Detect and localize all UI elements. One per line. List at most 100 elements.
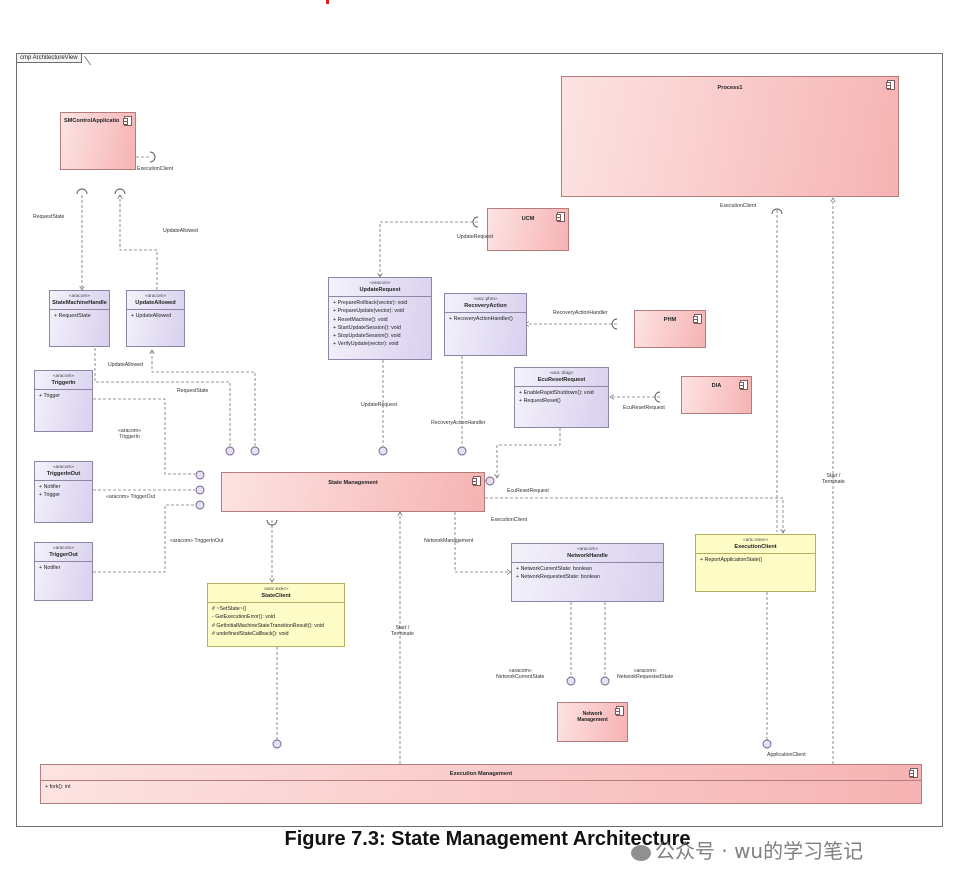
lollipop-sm-4 xyxy=(457,446,467,456)
operation: + UpdateAllowed xyxy=(131,313,172,319)
wire-update-allowed xyxy=(120,195,158,290)
separator xyxy=(329,296,431,297)
label-ecu-reset-request-low: EcuResetRequest xyxy=(507,488,549,494)
lollipop-sm-7 xyxy=(195,500,205,510)
label-aracom-trigger-inout: «aracom» TriggerInOut xyxy=(170,538,224,544)
label-start-terminate-right: Start / Terminate xyxy=(822,473,845,485)
separator xyxy=(208,602,344,603)
component-title: Execution Management xyxy=(449,771,513,777)
operation: + NetworkRequestedState: boolean xyxy=(516,574,600,581)
label-start-terminate-mid: Start / Terminate xyxy=(391,625,414,637)
component-title: SMControlApplicatio xyxy=(64,118,120,124)
component-icon xyxy=(615,706,624,716)
separator xyxy=(696,553,815,554)
wire-triggerout-sm xyxy=(93,504,195,573)
operation: + RequestReset() xyxy=(519,398,561,405)
stereotype: «ara::phm» xyxy=(473,297,498,302)
label-request-state-low: RequestState xyxy=(177,388,209,394)
socket-phm xyxy=(611,318,618,330)
operation-list: + EnableRapidShutdown(): void + RequestR… xyxy=(515,387,608,406)
label-application-client: ApplicationClient xyxy=(767,752,806,758)
wire-sm-nh xyxy=(454,512,511,572)
component-title: PHM xyxy=(663,317,677,323)
label-execution-client-p1: ExecutionClient xyxy=(720,203,757,209)
stereotype: «ara::exec» xyxy=(263,587,289,592)
operation-list: + ReportApplicationState() xyxy=(696,554,815,564)
ecu-reset-request: «ara::diag» EcuResetRequest + EnableRapi… xyxy=(514,367,609,428)
interface-title: TriggerOut xyxy=(49,552,78,558)
label-ecu-reset-request: EcuResetRequest xyxy=(623,405,665,411)
lollipop-sm-5 xyxy=(195,470,205,480)
dia: DIA xyxy=(681,376,752,414)
stereotype: «aracom» xyxy=(68,294,91,299)
separator xyxy=(127,309,184,310)
lollipop-em-2 xyxy=(762,739,772,749)
operation: + Notifier xyxy=(39,565,61,571)
operation: + fork(): int xyxy=(45,784,71,790)
operation-list: + Notifier xyxy=(35,562,92,572)
interface-title: UpdateAllowed xyxy=(135,300,176,306)
operation: + Notifier xyxy=(39,484,61,490)
socket-smctrl xyxy=(149,151,156,163)
phm: PHM xyxy=(634,310,706,348)
component-icon xyxy=(123,116,132,126)
operation: + PrepareUpdate(vector): void xyxy=(333,308,405,315)
interface-title: TriggerInOut xyxy=(46,471,81,477)
socket-dia xyxy=(654,391,661,403)
stereotype: «ara::exec» xyxy=(742,538,769,543)
label-recovery-action-handler-low: RecoveryActionHandler xyxy=(431,420,486,426)
separator xyxy=(35,561,92,562)
socket-sm-sc xyxy=(266,519,278,526)
stereotype: «aracom» xyxy=(52,465,75,470)
stereotype: «ara::diag» xyxy=(549,371,574,376)
component-title: State Management xyxy=(328,480,378,486)
interface-title: EcuResetRequest xyxy=(537,377,586,383)
stereotype: «aracom» xyxy=(52,546,75,551)
operation-list: + RecoveryActionHandler() xyxy=(445,313,526,323)
operation: + Trigger xyxy=(39,393,61,399)
execution-management: Execution Management + fork(): int xyxy=(40,764,922,804)
wire-ua-sm xyxy=(152,350,256,446)
label-update-allowed-up: UpdateAllowed xyxy=(163,228,198,234)
ucm: UCM xyxy=(487,208,569,251)
lollipop-sm-3 xyxy=(378,446,388,456)
component-icon xyxy=(909,768,918,778)
state-machine-handle: «aracom» StateMachineHandle + RequestSta… xyxy=(49,290,110,347)
socket-smctrl-rs xyxy=(76,188,88,195)
wire-ucm-updaterequest xyxy=(380,221,478,277)
component-icon xyxy=(739,380,748,390)
label-execution-client-sm: ExecutionClient xyxy=(137,166,174,172)
interface-title: StateMachineHandle xyxy=(52,300,107,306)
lollipop-sm-8 xyxy=(485,476,495,486)
component-title: DIA xyxy=(711,383,722,389)
socket-smctrl-ua xyxy=(114,188,126,195)
label-aracom-trigger-out: «aracom» TriggerOut xyxy=(106,494,156,500)
operation-list: + PrepareRollback(vector): void + Prepar… xyxy=(329,297,431,349)
update-allowed: «aracom» UpdateAllowed + UpdateAllowed xyxy=(126,290,185,347)
process1: Process1 xyxy=(561,76,899,197)
wire-ecu-sm xyxy=(497,428,561,478)
trigger-in-out: «aracom» TriggerInOut + Notifier + Trigg… xyxy=(34,461,93,523)
operation: + NetworkCurrentState: boolean xyxy=(516,566,592,572)
component-title: Process1 xyxy=(717,85,743,91)
operation: # GetInitialMachineStateTransitionResult… xyxy=(212,622,324,629)
watermark: 公众号 · wu的学习笔记 xyxy=(631,835,863,864)
socket-p1 xyxy=(771,208,783,215)
label-aracom-network-current: «aracom» NetworkCurrentState xyxy=(496,668,545,680)
separator xyxy=(41,780,921,781)
label-aracom-network-requested: «aracom» NetworkRequestedState xyxy=(617,668,674,680)
label-recovery-action-handler: RecoveryActionHandler xyxy=(553,310,608,316)
label-update-allowed-low: UpdateAllowed xyxy=(108,362,143,368)
operation-list: + fork(): int xyxy=(41,781,921,791)
socket-ucm xyxy=(472,216,479,228)
wechat-logo-icon xyxy=(631,844,651,861)
component-title: UCM xyxy=(521,216,535,222)
label-execution-client-low: ExecutionClient xyxy=(491,517,528,523)
lollipop-nm-2 xyxy=(600,676,610,686)
operation: + ReportApplicationState() xyxy=(700,557,763,563)
operation-list: + Trigger xyxy=(35,390,92,400)
operation-list: + RequestState xyxy=(50,310,109,320)
operation: + Trigger xyxy=(39,492,61,499)
component-icon xyxy=(693,314,702,324)
